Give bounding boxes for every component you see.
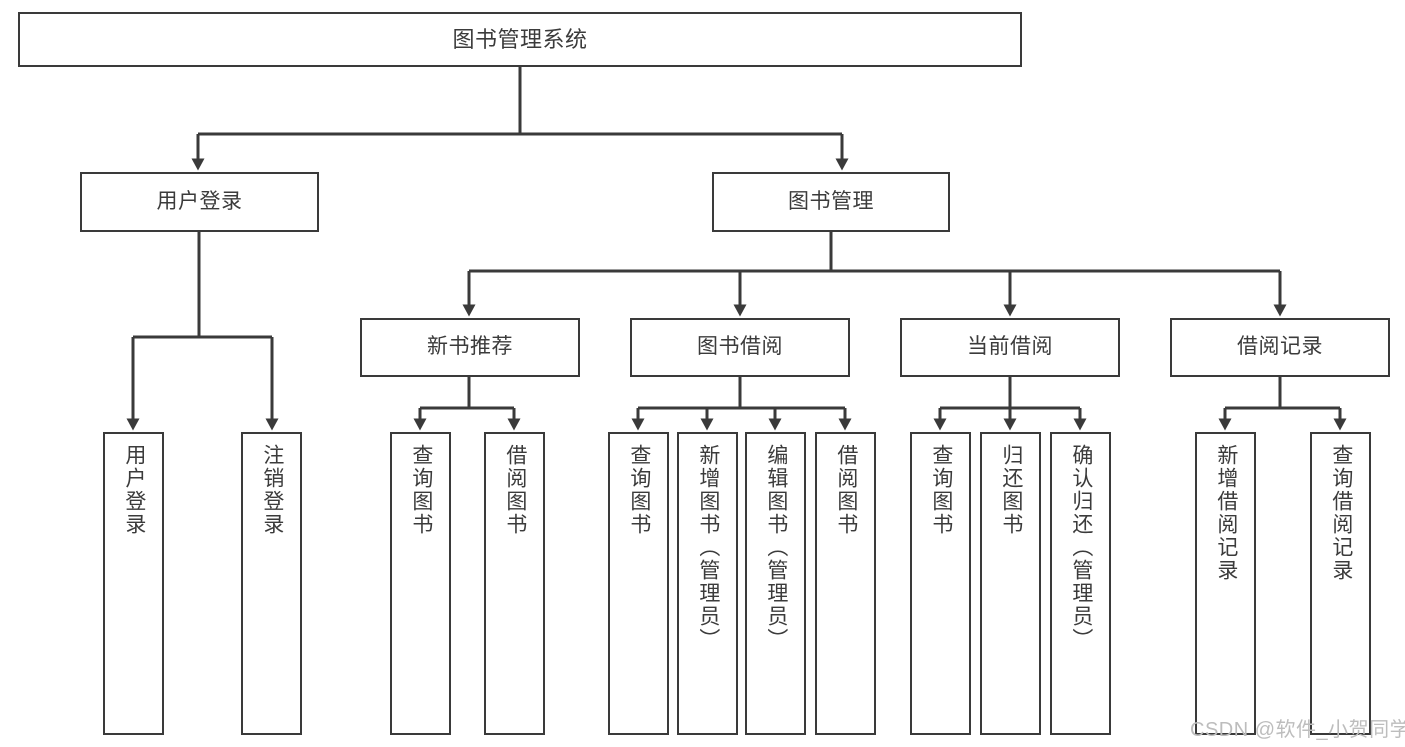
leaf-user-login[interactable]: 用户登录 bbox=[103, 432, 164, 735]
node-label: 确认归还（管理员） bbox=[1069, 444, 1093, 651]
node-label: 新书推荐 bbox=[427, 335, 513, 359]
node-label: 归还图书 bbox=[999, 444, 1023, 536]
leaf-logout-login[interactable]: 注销登录 bbox=[241, 432, 302, 735]
leaf-query-borrow-record[interactable]: 查询借阅记录 bbox=[1310, 432, 1371, 735]
node-label: 借阅记录 bbox=[1237, 335, 1323, 359]
node-label: 图书管理系统 bbox=[452, 26, 588, 52]
node-label: 图书借阅 bbox=[697, 335, 783, 359]
node-label: 查询图书 bbox=[627, 444, 651, 536]
node-label: 新增借阅记录 bbox=[1214, 444, 1238, 582]
node-label: 查询图书 bbox=[929, 444, 953, 536]
node-new-book-recommend[interactable]: 新书推荐 bbox=[360, 318, 580, 377]
node-label: 借阅图书 bbox=[503, 444, 527, 536]
node-label: 注销登录 bbox=[260, 444, 284, 536]
leaf-return-book[interactable]: 归还图书 bbox=[980, 432, 1041, 735]
leaf-borrow-book-recommend[interactable]: 借阅图书 bbox=[484, 432, 545, 735]
node-label: 新增图书（管理员） bbox=[696, 444, 720, 651]
node-label: 用户登录 bbox=[122, 444, 146, 536]
leaf-add-book-admin[interactable]: 新增图书（管理员） bbox=[677, 432, 738, 735]
leaf-borrow-book[interactable]: 借阅图书 bbox=[815, 432, 876, 735]
leaf-confirm-return-admin[interactable]: 确认归还（管理员） bbox=[1050, 432, 1111, 735]
node-book-borrow[interactable]: 图书借阅 bbox=[630, 318, 850, 377]
node-borrow-record[interactable]: 借阅记录 bbox=[1170, 318, 1390, 377]
leaf-query-book-borrow[interactable]: 查询图书 bbox=[608, 432, 669, 735]
node-label: 图书管理 bbox=[788, 189, 874, 213]
leaf-query-book-recommend[interactable]: 查询图书 bbox=[390, 432, 451, 735]
node-label: 编辑图书（管理员） bbox=[764, 444, 788, 651]
leaf-add-borrow-record[interactable]: 新增借阅记录 bbox=[1195, 432, 1256, 735]
node-user-login[interactable]: 用户登录 bbox=[80, 172, 319, 232]
node-label: 查询借阅记录 bbox=[1329, 444, 1353, 582]
node-current-borrow[interactable]: 当前借阅 bbox=[900, 318, 1120, 377]
node-book-management[interactable]: 图书管理 bbox=[712, 172, 950, 232]
node-label: 查询图书 bbox=[409, 444, 433, 536]
node-label: 借阅图书 bbox=[834, 444, 858, 536]
node-label: 用户登录 bbox=[156, 189, 243, 213]
watermark: CSDN @软件_小贺同学 bbox=[1190, 719, 1405, 741]
node-book-management-system[interactable]: 图书管理系统 bbox=[18, 12, 1022, 67]
leaf-edit-book-admin[interactable]: 编辑图书（管理员） bbox=[745, 432, 806, 735]
leaf-query-book-current[interactable]: 查询图书 bbox=[910, 432, 971, 735]
node-label: 当前借阅 bbox=[967, 335, 1053, 359]
